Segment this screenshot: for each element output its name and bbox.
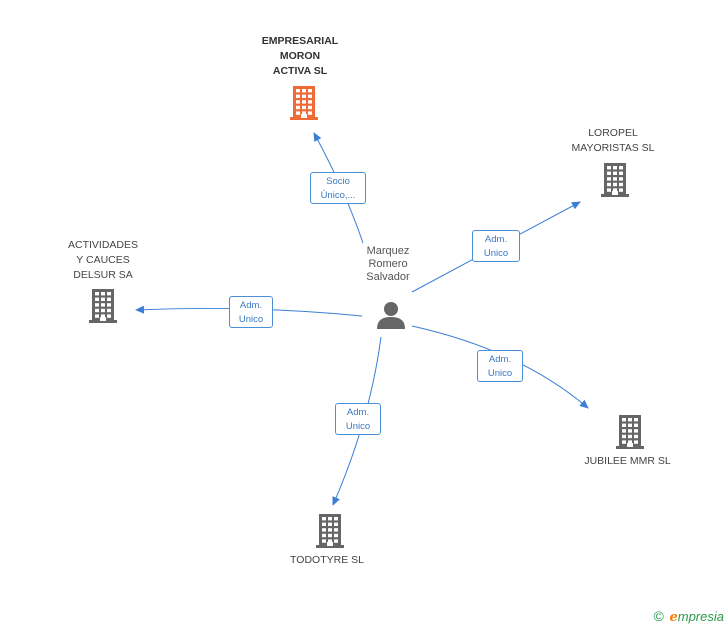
edge-label-adm-unico[interactable]: Adm. Unico [229,296,273,328]
company-label-empresarial[interactable]: EMPRESARIAL MORON ACTIVA SL [261,35,339,77]
empresia-logo[interactable]: © empresia [654,608,724,625]
company-label-todotyre[interactable]: TODOTYRE SL [290,554,364,566]
building-icon[interactable] [87,288,119,329]
company-label-jubilee[interactable]: JUBILEE MMR SL [584,455,671,467]
brand-name: mpresia [677,609,724,624]
copyright-symbol: © [653,608,664,624]
building-icon[interactable] [599,162,631,203]
building-icon[interactable] [614,414,646,455]
company-label-loropel[interactable]: LOROPEL MAYORISTAS SL [571,127,655,154]
person-icon[interactable] [375,300,407,330]
building-icon[interactable] [314,513,346,554]
edge-label-adm-unico[interactable]: Adm. Unico [335,403,381,435]
brand-first-letter: e [669,610,678,625]
person-name[interactable]: Marquez Romero Salvador [366,245,410,283]
edge-label-adm-unico[interactable]: Adm. Unico [477,350,523,382]
building-icon[interactable] [288,85,320,126]
company-label-actividades[interactable]: ACTIVIDADES Y CAUCES DELSUR SA [67,239,138,281]
edge-label-socio-unico[interactable]: Socio Único,... [310,172,366,204]
edge-label-adm-unico[interactable]: Adm. Unico [472,230,520,262]
